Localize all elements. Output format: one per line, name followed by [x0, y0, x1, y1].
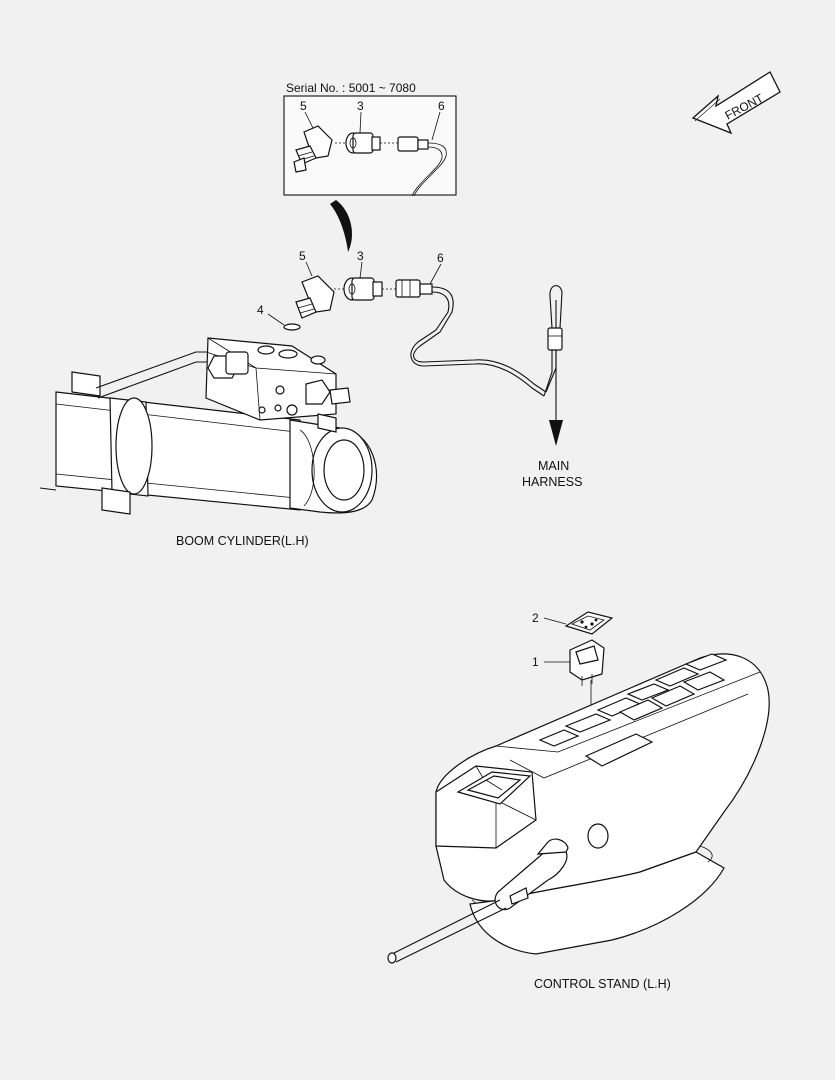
elbow-fitting: [295, 275, 335, 319]
main-harness-label-line1: MAIN: [538, 459, 569, 473]
inset-elbow-fitting: [293, 125, 333, 173]
serial-number-label: Serial No. : 5001 ~ 7080: [286, 81, 416, 95]
inset-connector: [397, 136, 447, 197]
serial-inset: Serial No. : 5001 ~ 7080 5 3 6: [283, 81, 457, 197]
front-arrow-icon: FRONT: [691, 71, 781, 135]
control-stand-caption: CONTROL STAND (L.H): [534, 977, 671, 991]
main-harness-label-line2: HARNESS: [522, 475, 582, 489]
valve-block: [205, 337, 351, 433]
o-ring: [283, 323, 301, 331]
rocker-switch: [569, 639, 605, 686]
switch-cover: [564, 611, 614, 635]
sensor-connector: [395, 279, 433, 298]
inset-pointer: [330, 200, 352, 252]
control-stand: [387, 653, 770, 964]
boom-cylinder-caption: BOOM CYLINDER(L.H): [176, 534, 309, 548]
callout-5: 5: [299, 249, 306, 263]
inset-callout-6: 6: [438, 99, 445, 113]
callout-3: 3: [357, 249, 364, 263]
inset-callout-5: 5: [300, 99, 307, 113]
callout-2: 2: [532, 611, 539, 625]
callout-1: 1: [532, 655, 539, 669]
inset-pressure-sensor: [345, 132, 381, 154]
inset-callout-3: 3: [357, 99, 364, 113]
wire-harness: [410, 285, 563, 446]
pressure-sensor: [343, 277, 383, 301]
callout-4: 4: [257, 303, 264, 317]
callout-6: 6: [437, 251, 444, 265]
boom-cylinder: [39, 351, 378, 515]
